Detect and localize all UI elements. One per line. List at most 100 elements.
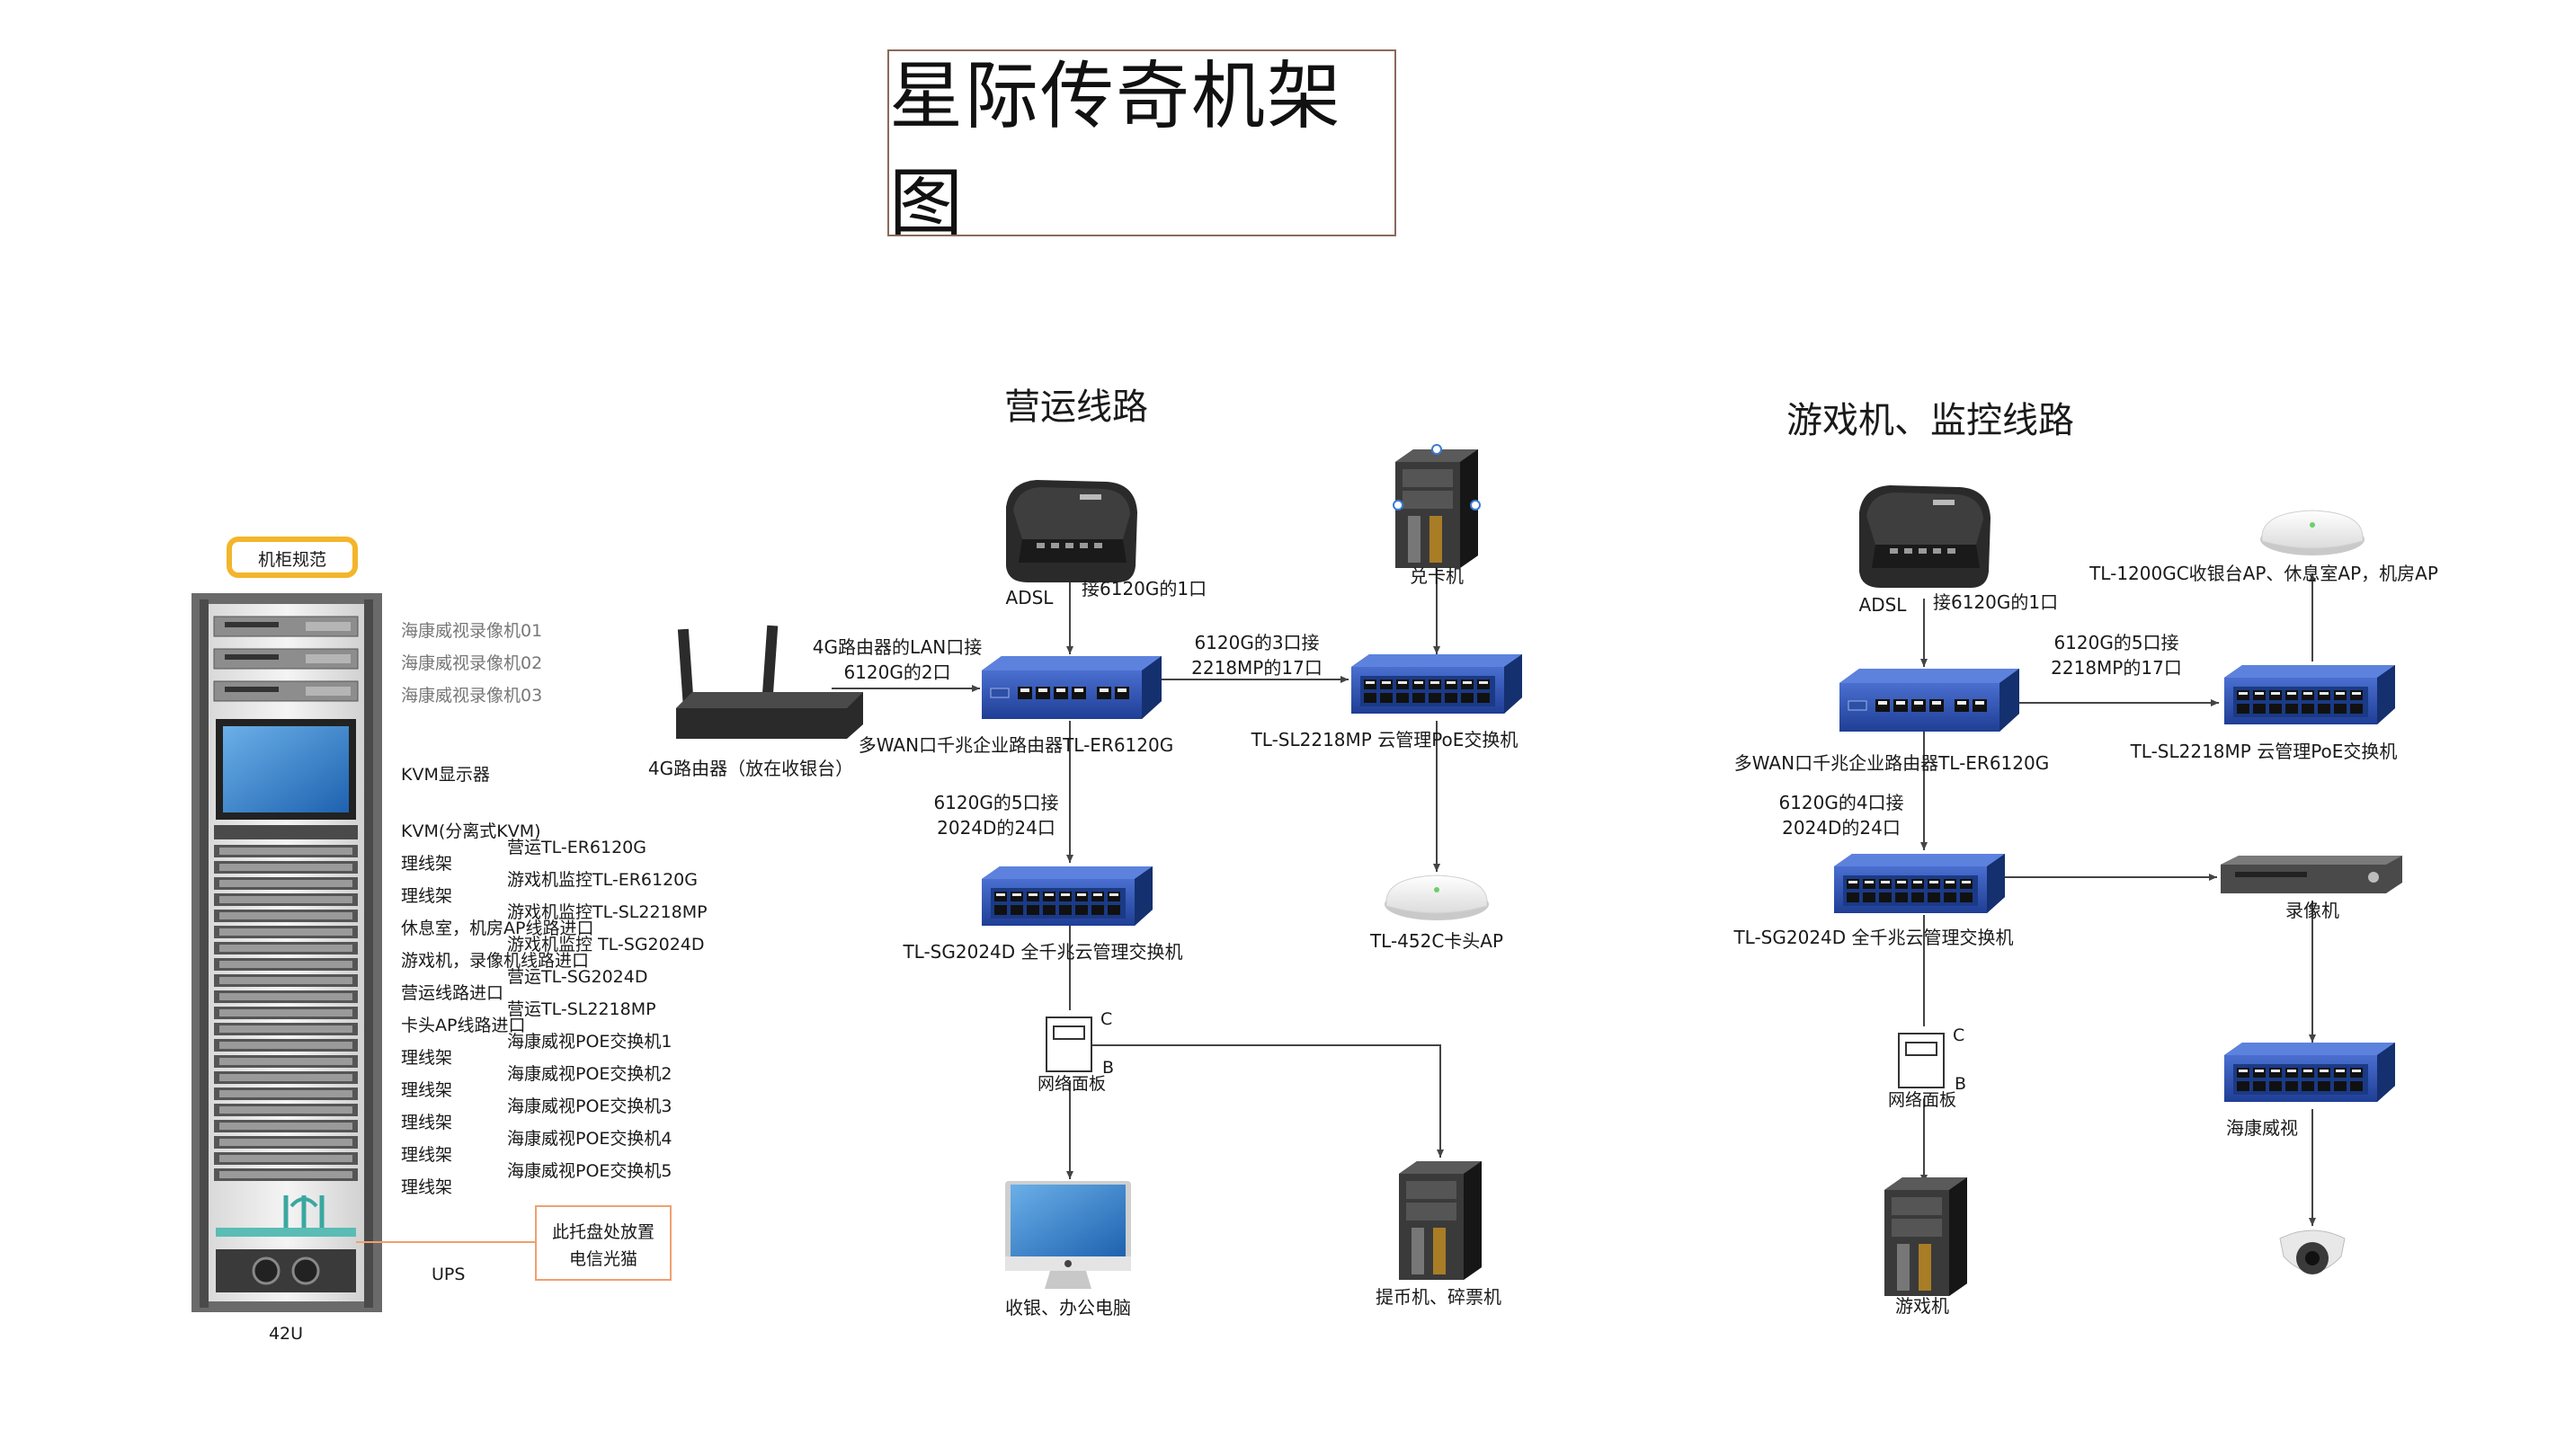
rack-left-labels: KVM显示器 KVM(分离式KVM) 理线架 理线架 休息室，机房AP线路进口 …: [401, 765, 593, 1197]
game-24port-switch: [1834, 854, 2005, 913]
rack-label-nvr-1: 海康威视录像机01: [401, 621, 542, 641]
business-conn-5-24-line-1: 6120G的5口接: [933, 792, 1058, 813]
rack-label-biz-poe: 营运TL-SL2218MP: [507, 999, 656, 1019]
business-panel-label: 网络面板: [1038, 1074, 1106, 1094]
rack-right-labels: 营运TL-ER6120G 游戏机监控TL-ER6120G 游戏机监控TL-SL2…: [507, 838, 708, 1181]
business-panel-port-c: C: [1100, 1009, 1112, 1029]
rack-label-game-inlet: 游戏机，录像机线路进口: [401, 951, 589, 971]
business-connectors: [832, 552, 1444, 1179]
business-24port-switch: [982, 866, 1153, 926]
game-poe-switch: [2224, 665, 2395, 724]
game-adsl-label: ADSL: [1859, 594, 1908, 616]
business-gateway-router: [981, 655, 1162, 720]
game-hik-label: 海康威视: [2226, 1117, 2298, 1139]
game-adsl-connection: 接6120G的1口: [1933, 591, 2058, 613]
game-line: 游戏机、监控线路 ADSL 接6120G的1口 多WAN口千兆企业路由器TL-E…: [1732, 400, 2437, 1317]
business-network-panel: [1046, 1017, 1092, 1072]
modem-note-line-2: 电信光猫: [569, 1249, 637, 1269]
rack-label-cable-4: 理线架: [401, 1080, 452, 1100]
business-kiosk-label: 兑卡机: [1410, 565, 1464, 587]
business-kiosk-machine: [1393, 444, 1481, 568]
rack-modem-tray: [216, 1195, 356, 1237]
game-dome-camera: [2279, 1230, 2346, 1274]
game-poe-label: TL-SL2218MP 云管理PoE交换机: [2130, 741, 2398, 762]
rack-label-nvr-2: 海康威视录像机02: [401, 653, 542, 673]
business-adsl-label: ADSL: [1006, 587, 1055, 608]
business-ap: [1384, 874, 1490, 921]
game-ap: [2259, 510, 2365, 556]
game-nvr: [2221, 856, 2402, 893]
business-4g-router-label: 4G路由器（放在收银台）: [648, 758, 853, 779]
rack-label-cable-1: 理线架: [401, 854, 452, 874]
game-connectors: [1920, 573, 2316, 1226]
rack-label-biz-switch: 营运TL-SG2024D: [507, 967, 647, 987]
game-hik-switch: [2224, 1043, 2395, 1102]
business-coin-machine-label: 提币机、碎票机: [1376, 1286, 1501, 1308]
game-24port-label: TL-SG2024D 全千兆云管理交换机: [1732, 927, 2013, 948]
business-ap-label: TL-452C卡头AP: [1369, 930, 1503, 952]
game-machine: [1884, 1177, 1967, 1296]
business-4g-conn-2: 6120G的2口: [843, 661, 950, 683]
rack-nvr-units: [213, 616, 359, 702]
rack-label-cable-7: 理线架: [401, 1177, 452, 1197]
business-adsl-modem: [1006, 480, 1137, 582]
business-gateway-label: 多WAN口千兆企业路由器TL-ER6120G: [859, 734, 1173, 756]
rack-gray-labels: 海康威视录像机01 海康威视录像机02 海康威视录像机03: [401, 621, 542, 706]
rack-label-cable-3: 理线架: [401, 1048, 452, 1068]
game-conn-4-24-line-2: 2024D的24口: [1782, 817, 1901, 839]
business-24port-label: TL-SG2024D 全千兆云管理交换机: [902, 941, 1182, 963]
rack-label-biz-router: 营运TL-ER6120G: [507, 838, 646, 857]
business-office-pc: [1005, 1181, 1131, 1289]
game-conn-5-17-line-2: 2218MP的17口: [2051, 657, 2182, 679]
rack-label-game-switch: 游戏机监控 TL-SG2024D: [507, 935, 705, 954]
game-gateway-label: 多WAN口千兆企业路由器TL-ER6120G: [1734, 752, 2049, 774]
business-coin-machine: [1399, 1161, 1482, 1280]
rack-label-ups: UPS: [432, 1265, 465, 1284]
game-machine-label: 游戏机: [1895, 1295, 1949, 1317]
rack-label-kvm-display: KVM显示器: [401, 765, 490, 785]
game-adsl-modem: [1859, 485, 1991, 588]
business-poe-label: TL-SL2218MP 云管理PoE交换机: [1251, 729, 1519, 750]
game-conn-4-24-line-1: 6120G的4口接: [1778, 792, 1903, 813]
rack-size-label: 42U: [269, 1324, 303, 1344]
modem-note-line-1: 此托盘处放置: [552, 1222, 655, 1242]
diagram-title: 星际传奇机架图: [889, 54, 1343, 246]
rack-label-game-router: 游戏机监控TL-ER6120G: [507, 870, 698, 890]
game-panel-port-b: B: [1955, 1074, 1966, 1094]
rack-label-hik-poe-2: 海康威视POE交换机2: [507, 1064, 672, 1084]
business-office-pc-label: 收银、办公电脑: [1005, 1297, 1131, 1318]
business-line: 营运线路 ADSL 接6120G的1口 4G路由器（放在收银台） 4G路由器的L…: [648, 386, 1522, 1318]
game-panel-label: 网络面板: [1888, 1090, 1956, 1110]
game-nvr-label: 录像机: [2285, 900, 2339, 921]
rack-label-business-inlet: 营运线路进口: [401, 983, 503, 1003]
business-panel-port-b: B: [1102, 1058, 1114, 1078]
business-4g-conn-1: 4G路由器的LAN口接: [813, 636, 982, 658]
business-conn-3-17-line-1: 6120G的3口接: [1194, 632, 1319, 653]
rack-header-box: [227, 537, 358, 578]
game-gateway-router: [1839, 668, 2020, 732]
business-adsl-connection: 接6120G的1口: [1082, 578, 1207, 599]
game-section-title: 游戏机、监控线路: [1786, 400, 2074, 441]
rack-header: 机柜规范: [258, 550, 326, 570]
title-box: 星际传奇机架图: [887, 49, 1396, 246]
rack-label-hik-poe-5: 海康威视POE交换机5: [507, 1161, 672, 1181]
rack-units: [214, 825, 358, 1181]
rack-kvm-display: [216, 719, 356, 820]
rack-label-hik-poe-4: 海康威视POE交换机4: [507, 1129, 672, 1149]
business-conn-5-24-line-2: 2024D的24口: [937, 817, 1055, 839]
rack-label-card-ap-inlet: 卡头AP线路进口: [401, 1016, 525, 1035]
business-section-title: 营运线路: [1004, 386, 1148, 428]
rack-label-ap-inlet: 休息室，机房AP线路进口: [401, 919, 593, 938]
business-4g-router: [676, 625, 863, 739]
rack-label-cable-5: 理线架: [401, 1113, 452, 1132]
rack-label-kvm: KVM(分离式KVM): [401, 821, 541, 841]
game-panel-port-c: C: [1953, 1025, 1964, 1045]
business-conn-3-17-line-2: 2218MP的17口: [1191, 657, 1323, 679]
rack-label-cable-2: 理线架: [401, 886, 452, 906]
rack-label-hik-poe-3: 海康威视POE交换机3: [507, 1096, 672, 1116]
modem-note-box: [535, 1205, 672, 1281]
game-network-panel: [1898, 1033, 1945, 1088]
rack-label-cable-6: 理线架: [401, 1145, 452, 1165]
game-ap-label: TL-1200GC收银台AP、休息室AP，机房AP: [2089, 563, 2438, 584]
